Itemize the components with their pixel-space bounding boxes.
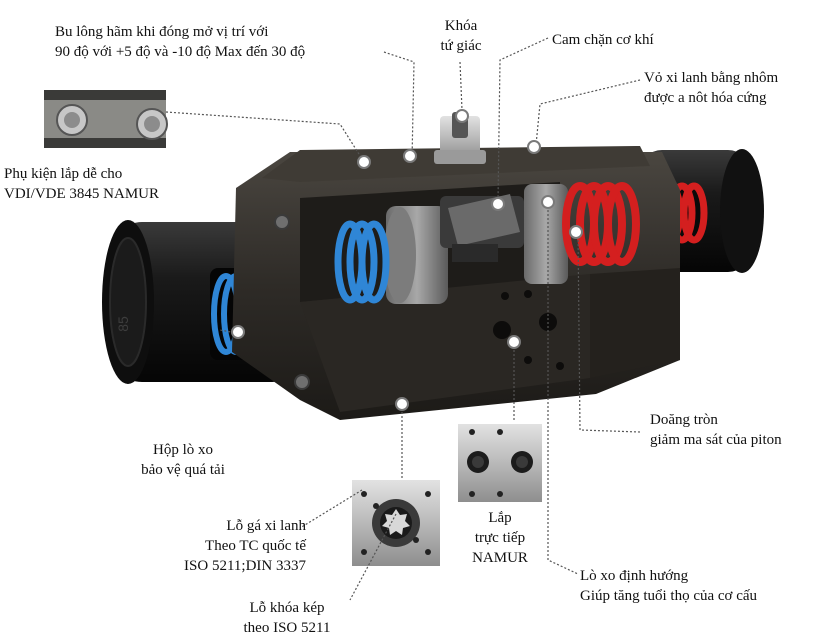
- marker-bolt-stop-a: [357, 155, 371, 169]
- label-bolt-stop: Bu lông hãm khi đóng mở vị trí với 90 độ…: [55, 24, 306, 60]
- marker-square-lock: [455, 109, 469, 123]
- marker-cylinder-shell: [527, 140, 541, 154]
- label-piston-ring: Doăng tròn giảm ma sát của piton: [650, 412, 782, 448]
- marker-bolt-stop-b: [403, 149, 417, 163]
- label-namur-direct: Lắp trực tiếp NAMUR: [472, 510, 528, 566]
- marker-cam: [491, 197, 505, 211]
- cap-marking: 85: [115, 316, 131, 332]
- label-double-lock: Lỗ khóa kép theo ISO 5211: [243, 600, 331, 636]
- label-spring-box: Hộp lò xo bảo vệ quá tải: [141, 442, 225, 478]
- left-piston: [384, 206, 448, 304]
- label-namur-accessory: Phụ kiện lắp dễ cho VDI/VDE 3845 NAMUR: [4, 166, 159, 202]
- label-guide-spring: Lò xo định hướng Giúp tăng tuổi thọ của …: [580, 568, 758, 604]
- marker-spring-box: [231, 325, 245, 339]
- right-piston: [524, 184, 568, 284]
- label-cam: Cam chặn cơ khí: [552, 32, 654, 48]
- marker-namur: [507, 335, 521, 349]
- marker-guide-spring: [541, 195, 555, 209]
- label-square-lock: Khóa tứ giác: [440, 18, 482, 54]
- marker-mount-hole: [395, 397, 409, 411]
- callout-markers: [231, 109, 583, 411]
- mount-plate-inset: [352, 480, 440, 566]
- label-mount-hole: Lỗ gá xi lanh Theo TC quốc tế ISO 5211;D…: [184, 518, 306, 574]
- inner-red-spring: [562, 182, 640, 266]
- marker-piston-ring: [569, 225, 583, 239]
- inner-blue-spring: [334, 220, 390, 304]
- callout-lines: [165, 37, 641, 601]
- label-cylinder-shell: Vỏ xi lanh bằng nhôm được a nôt hóa cứng: [644, 70, 779, 106]
- namur-direct-inset: [458, 424, 542, 502]
- namur-accessory-inset: [44, 90, 168, 148]
